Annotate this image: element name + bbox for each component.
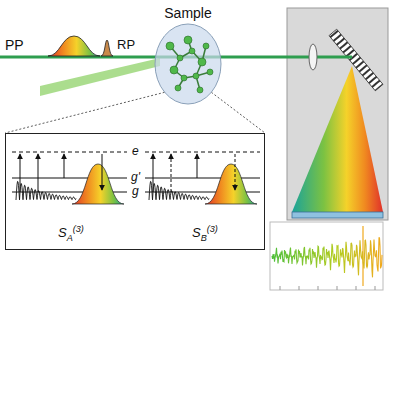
sample-cell: Sample	[150, 6, 226, 106]
sample-heading: Sample	[164, 6, 211, 21]
lens	[309, 44, 317, 70]
spectrometer-housing	[287, 8, 388, 220]
atom	[193, 73, 199, 79]
dispersed-fan	[292, 66, 383, 212]
level-label: g	[132, 185, 139, 198]
tick	[337, 286, 338, 290]
atom	[207, 69, 213, 75]
trace-frame	[270, 222, 383, 290]
tick	[375, 286, 376, 290]
signal-label: SA(3)	[58, 226, 84, 240]
energy-level-inset: e g'gSA(3) SB(3)	[5, 133, 265, 250]
detector-array	[292, 212, 383, 218]
pump-pulse	[48, 36, 100, 56]
atom	[197, 87, 203, 93]
zoom-leader	[5, 92, 265, 133]
atom	[175, 85, 181, 91]
trace-ticks	[280, 286, 375, 290]
atom	[198, 58, 206, 66]
atom	[166, 42, 174, 50]
pump-label: PP	[5, 38, 24, 53]
grating	[329, 29, 383, 91]
atom	[184, 36, 192, 44]
tick	[299, 286, 300, 290]
probe-pulse	[101, 40, 113, 56]
level-label: e	[132, 145, 139, 158]
atom	[189, 48, 195, 54]
signal-trace	[272, 238, 382, 278]
atom	[181, 75, 187, 81]
probe-label: RP	[117, 38, 135, 52]
level-panel	[12, 152, 127, 204]
tick	[280, 286, 281, 290]
level-label: g'	[131, 171, 140, 184]
level-panel	[145, 152, 260, 204]
signal-label: SB(3)	[192, 226, 218, 240]
atom	[170, 66, 178, 74]
atom	[203, 43, 209, 49]
sample-ellipse	[155, 24, 221, 104]
tick	[318, 286, 319, 290]
probe-beam	[40, 58, 160, 96]
tick	[356, 286, 357, 290]
atom	[177, 55, 183, 61]
